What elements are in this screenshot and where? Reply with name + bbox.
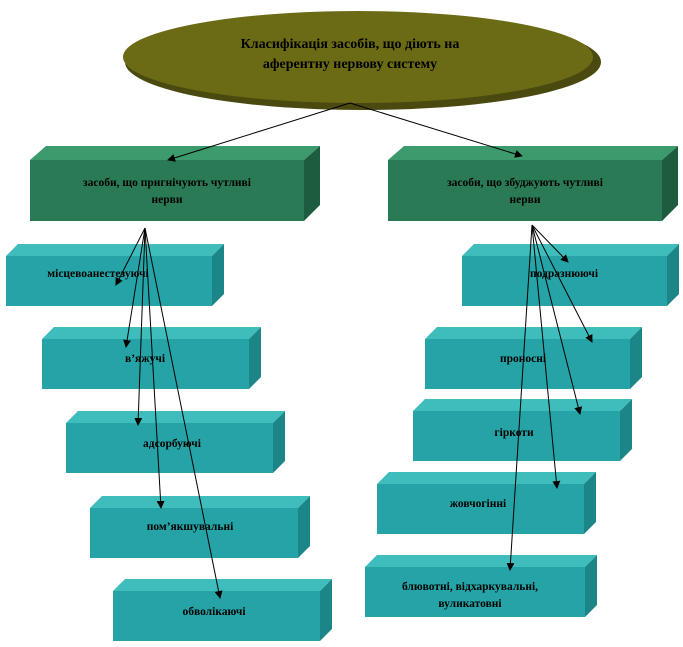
- connector-root-to-excite: [349, 102, 523, 158]
- item-laxative-front: [425, 339, 630, 389]
- item-bitters: гіркоти: [413, 399, 632, 461]
- item-irritant-front: [462, 256, 667, 306]
- item-laxative-top: [425, 327, 642, 339]
- category-excite-side: [662, 146, 678, 221]
- item-astringent-front: [42, 339, 249, 389]
- connector-excite-to-choleretic: [531, 224, 561, 489]
- category-excite-top: [388, 146, 678, 160]
- category-excite-line1: засоби, що збуджують чутливі: [447, 177, 604, 189]
- item-irritant-side: [667, 244, 679, 306]
- item-emetic-front: [365, 567, 585, 617]
- connector-inhibit-to-emollient: [144, 227, 165, 509]
- item-enveloping-front: [113, 591, 320, 641]
- category-excite: засоби, що збуджують чутливі нерви: [388, 146, 678, 221]
- item-local-anesthetic-top: [6, 244, 224, 256]
- item-enveloping-label: обволікаючі: [182, 606, 246, 618]
- item-local-anesthetic-side: [212, 244, 224, 306]
- item-adsorbent-side: [273, 411, 285, 473]
- item-emetic-label-line1: блювотні, відхаркувальні,: [402, 581, 538, 593]
- root-title-line1: Класифікація засобів, що діють на: [241, 37, 460, 52]
- item-bitters-side: [620, 399, 632, 461]
- item-choleretic-side: [584, 472, 596, 534]
- item-emollient-side: [298, 496, 310, 558]
- item-astringent-label: в’яжучі: [125, 353, 166, 365]
- item-emetic-label-line2: вуликатовні: [438, 598, 502, 610]
- item-enveloping-side: [320, 579, 332, 641]
- item-adsorbent-top: [66, 411, 285, 423]
- connector-excite-to-bitters: [531, 224, 583, 415]
- connector-inhibit-to-local-anesthetic: [115, 227, 146, 286]
- connector-root-to-inhibit: [167, 102, 351, 162]
- item-emollient-top: [90, 496, 310, 508]
- item-laxative: проносні: [425, 327, 642, 389]
- item-adsorbent: адсорбуючі: [66, 411, 285, 473]
- item-local-anesthetic-label: місцевоанестезуючі: [47, 268, 149, 280]
- category-inhibit-side: [304, 146, 320, 221]
- connector-inhibit-to-astringent: [123, 227, 146, 348]
- item-irritant: подразнюючі: [462, 244, 679, 306]
- item-bitters-front: [413, 411, 620, 461]
- root-ellipse: [123, 11, 593, 103]
- item-choleretic: жовчогінні: [377, 472, 596, 534]
- item-choleretic-label: жовчогінні: [450, 498, 507, 510]
- category-excite-front: [388, 160, 662, 221]
- item-emetic: блювотні, відхаркувальні, вуликатовні: [365, 555, 597, 617]
- connector-excite-to-irritant: [531, 224, 569, 263]
- category-inhibit-line2: нерви: [152, 194, 183, 206]
- category-inhibit-top: [30, 146, 320, 160]
- item-emollient-label: пом’якшувальні: [147, 521, 234, 533]
- category-inhibit: засоби, що пригнічують чутливі нерви: [30, 146, 320, 221]
- item-emollient-front: [90, 508, 298, 558]
- category-excite-line2: нерви: [510, 194, 541, 206]
- item-emetic-top: [365, 555, 597, 567]
- item-emollient: пом’якшувальні: [90, 496, 310, 558]
- connectors: [115, 102, 593, 599]
- item-choleretic-front: [377, 484, 584, 534]
- item-local-anesthetic: місцевоанестезуючі: [6, 244, 224, 306]
- item-laxative-side: [630, 327, 642, 389]
- connector-excite-to-emetic: [506, 224, 533, 571]
- item-adsorbent-front: [66, 423, 273, 473]
- connector-inhibit-to-adsorbent: [134, 227, 146, 426]
- connector-excite-to-laxative: [531, 224, 593, 343]
- item-emetic-side: [585, 555, 597, 617]
- item-enveloping-top: [113, 579, 332, 591]
- item-enveloping: обволікаючі: [113, 579, 332, 641]
- item-bitters-top: [413, 399, 632, 411]
- item-bitters-label: гіркоти: [494, 427, 534, 439]
- category-inhibit-front: [30, 160, 304, 221]
- root-node: Класифікація засобів, що діють на аферен…: [123, 11, 601, 110]
- item-local-anesthetic-front: [6, 256, 212, 306]
- item-irritant-top: [462, 244, 679, 256]
- root-title-line2: аферентну нервову систему: [263, 57, 437, 72]
- item-adsorbent-label: адсорбуючі: [143, 438, 202, 450]
- category-inhibit-line1: засоби, що пригнічують чутливі: [83, 177, 252, 189]
- item-choleretic-top: [377, 472, 596, 484]
- connector-inhibit-to-enveloping: [144, 227, 223, 599]
- item-astringent-side: [249, 327, 261, 389]
- item-irritant-label: подразнюючі: [530, 268, 599, 280]
